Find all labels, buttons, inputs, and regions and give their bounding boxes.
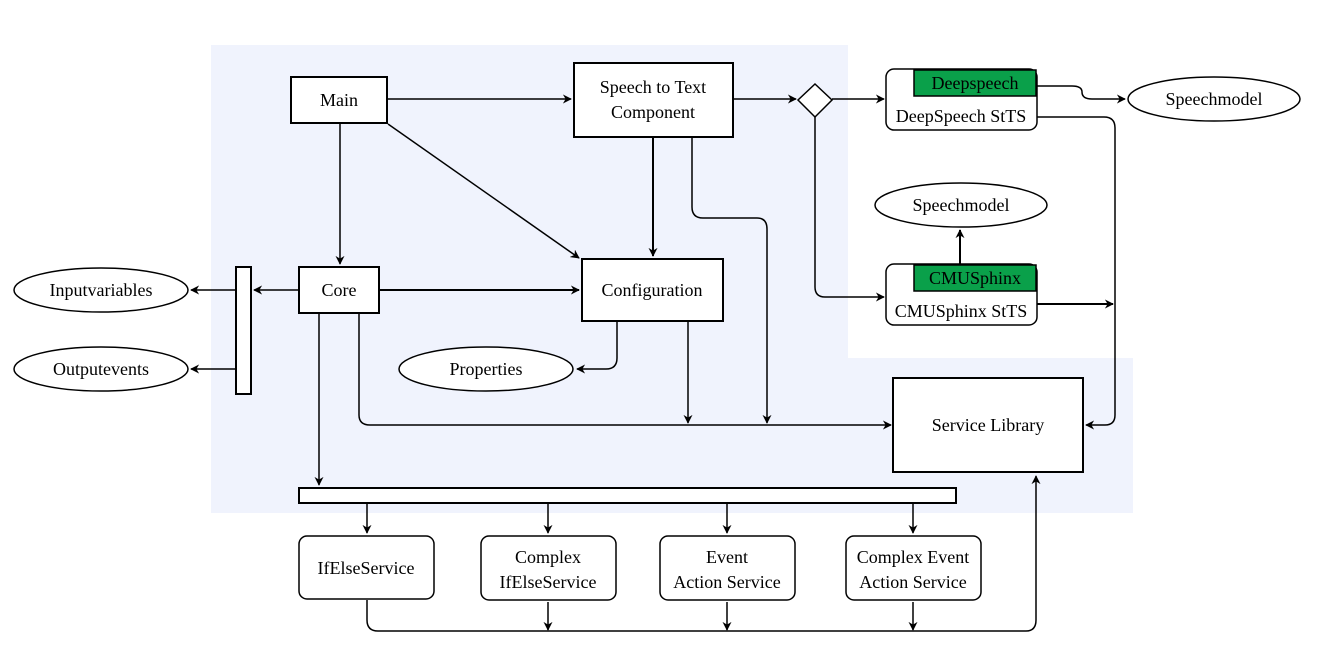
edge-services-servicelib — [366, 475, 1041, 632]
interface-bar — [235, 266, 252, 395]
node-event-action-service[interactable]: Event Action Service — [659, 535, 796, 601]
node-inputvariables[interactable]: Inputvariables — [13, 267, 189, 313]
edges — [190, 85, 1126, 632]
complex-event-label-line2: Action Service — [859, 572, 966, 592]
node-configuration[interactable]: Configuration — [581, 258, 724, 322]
event-action-label-line2: Action Service — [673, 572, 780, 592]
outputevents-label: Outputevents — [53, 359, 149, 379]
service-library-label: Service Library — [932, 415, 1044, 435]
node-stt-label-line2: Component — [611, 102, 695, 122]
edge-config-properties — [576, 322, 618, 374]
node-speechmodel-deepspeech[interactable]: Speechmodel — [1127, 76, 1301, 122]
cmusphinx-tag — [913, 264, 1037, 292]
node-speech-to-text[interactable]: Speech to Text Component — [573, 62, 734, 138]
deepspeech-tag — [913, 69, 1037, 97]
edge-deepspeech-servicelib — [1037, 116, 1116, 430]
node-ifelse-service[interactable]: IfElseService — [298, 535, 435, 600]
inputvariables-label: Inputvariables — [50, 280, 153, 300]
cmusphinx-tag-label: CMUSphinx — [929, 268, 1021, 288]
edge-stt-servicebus — [691, 138, 772, 424]
edge-main-config — [387, 123, 580, 259]
core-label: Core — [322, 280, 357, 300]
node-outputevents[interactable]: Outputevents — [13, 346, 189, 392]
deepspeech-name-label: DeepSpeech StTS — [896, 106, 1026, 126]
speechmodel-mid-label: Speechmodel — [913, 195, 1010, 215]
node-stt-label-line1: Speech to Text — [600, 77, 706, 97]
node-complex-ifelse-service[interactable]: Complex IfElseService — [480, 535, 617, 601]
node-main-label: Main — [320, 90, 358, 110]
complex-event-label-line1: Complex Event — [857, 547, 969, 567]
speechmodel-top-label: Speechmodel — [1166, 89, 1263, 109]
complex-ifelse-label-line2: IfElseService — [500, 572, 597, 592]
node-cmusphinx-stts[interactable]: CMUSphinx CMUSphinx StTS — [885, 263, 1038, 326]
node-core[interactable]: Core — [298, 266, 380, 314]
node-main[interactable]: Main — [290, 76, 388, 124]
node-complex-event-action-service[interactable]: Complex Event Action Service — [845, 535, 982, 601]
node-deepspeech-stts[interactable]: Deepspeech DeepSpeech StTS — [885, 68, 1038, 131]
node-properties[interactable]: Properties — [398, 346, 574, 392]
ifelse-label: IfElseService — [318, 558, 415, 578]
services-bar — [298, 487, 957, 504]
node-service-library[interactable]: Service Library — [892, 377, 1084, 473]
complex-ifelse-label-line1: Complex — [515, 547, 581, 567]
node-speechmodel-cmusphinx[interactable]: Speechmodel — [874, 182, 1048, 228]
edge-decision-cmusphinx — [814, 117, 885, 302]
edge-core-servicelib — [358, 314, 892, 430]
configuration-label: Configuration — [602, 280, 703, 300]
properties-label: Properties — [450, 359, 523, 379]
decision-diamond[interactable] — [796, 82, 834, 119]
cmusphinx-name-label: CMUSphinx StTS — [895, 301, 1028, 321]
edge-deepspeech-speechmodel — [1037, 85, 1126, 104]
deepspeech-tag-label: Deepspeech — [932, 73, 1019, 93]
event-action-label-line1: Event — [706, 547, 748, 567]
